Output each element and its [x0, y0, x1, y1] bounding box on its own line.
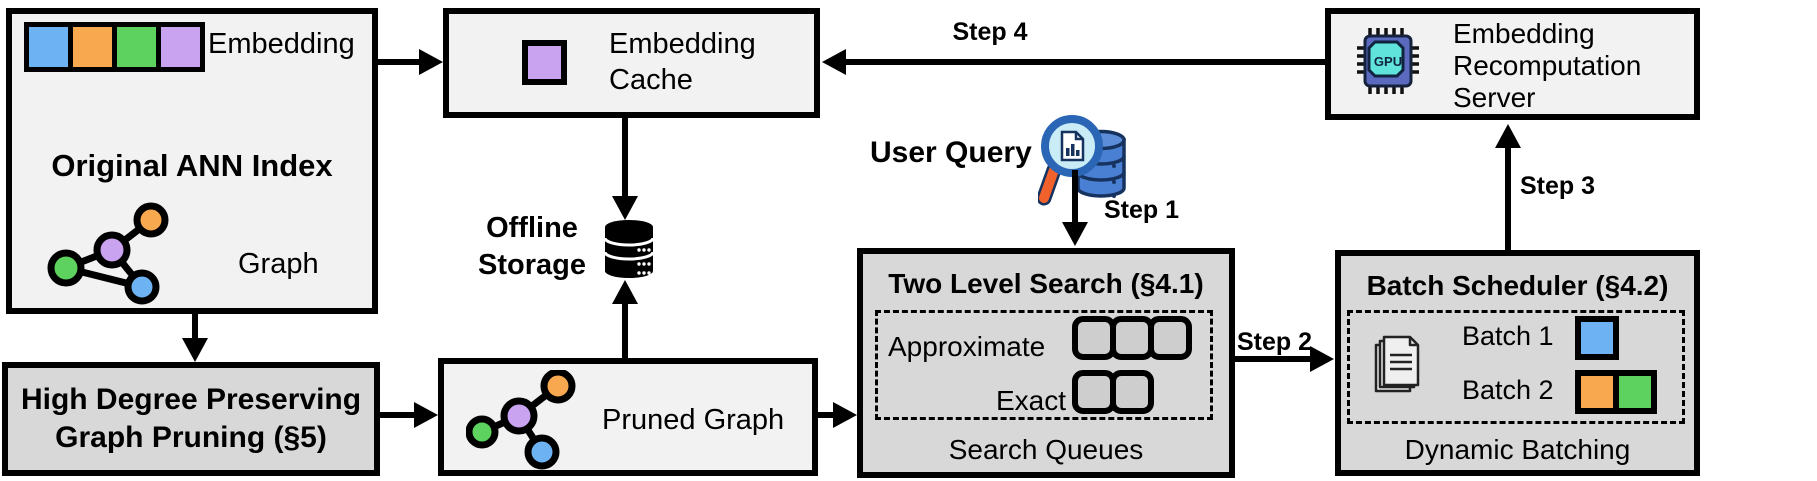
user-query-label: User Query: [870, 136, 1032, 169]
batch2-label: Batch 2: [1462, 375, 1554, 405]
cached-embedding-swatch: [522, 40, 567, 85]
offline-storage-label-line2: Storage: [478, 249, 586, 281]
embedding-swatch-green: [112, 27, 156, 67]
gpu-chip-label: GPU: [1374, 54, 1402, 69]
embedding-cache-label-line2: Cache: [609, 64, 693, 96]
batch1-swatches: [1575, 316, 1619, 360]
documents-icon: [1374, 335, 1420, 393]
batch1-label: Batch 1: [1462, 321, 1554, 351]
two-level-search-box: Two Level Search (§4.1) Approximate Exac…: [857, 248, 1235, 478]
batch1-swatch-blue: [1575, 316, 1619, 360]
database-icon: [603, 220, 655, 278]
graph-label: Graph: [238, 248, 319, 280]
embedding-vector-icon: [24, 22, 205, 72]
two-level-search-title: Two Level Search (§4.1): [888, 268, 1204, 299]
exact-queue-slots: [1072, 370, 1154, 414]
batch2-swatch-green: [1613, 370, 1657, 414]
server-label-line2: Recomputation: [1453, 50, 1642, 81]
offline-storage-label-line1: Offline: [486, 212, 578, 244]
recomputation-server-box: GPU Embedding Recomputation Server: [1325, 8, 1700, 120]
step3-label: Step 3: [1520, 172, 1596, 200]
graph-pruning-title-line2: Graph Pruning (§5): [55, 421, 327, 454]
embedding-cache-label-line1: Embedding: [609, 28, 756, 60]
pruned-graph-icon: [466, 370, 576, 470]
dynamic-batching-caption: Dynamic Batching: [1404, 434, 1631, 465]
batch-scheduler-box: Batch Scheduler (§4.2) Batch 1 Ba: [1335, 250, 1700, 476]
batch2-swatches: [1575, 370, 1657, 414]
graph-pruning-title-line1: High Degree Preserving: [20, 383, 362, 416]
pruned-graph-box: Pruned Graph: [438, 358, 818, 476]
graph-icon: [47, 202, 169, 305]
queue-slot: [1148, 316, 1192, 360]
query-magnifier-database-icon: [1038, 115, 1126, 206]
embedding-swatch-orange: [68, 27, 112, 67]
queue-slot: [1110, 370, 1154, 414]
search-queues-panel: Approximate Exact: [875, 310, 1213, 420]
gpu-chip-icon: GPU: [1357, 28, 1419, 94]
embedding-label: Embedding: [208, 28, 355, 60]
original-ann-index-title: Original ANN Index: [51, 148, 333, 183]
server-label-line3: Server: [1453, 82, 1536, 113]
step2-label: Step 2: [1237, 328, 1313, 356]
queue-slot: [1072, 370, 1116, 414]
exact-label: Exact: [995, 385, 1066, 416]
server-label-line1: Embedding: [1453, 18, 1595, 49]
search-queues-caption: Search Queues: [948, 434, 1144, 465]
embedding-swatch-blue: [29, 27, 68, 67]
embedding-cache-box: Embedding Cache: [443, 8, 820, 118]
dynamic-batching-panel: Batch 1 Batch 2: [1347, 310, 1685, 424]
pruned-graph-label: Pruned Graph: [602, 404, 785, 436]
approximate-label: Approximate: [888, 331, 1046, 362]
original-ann-index-box: Embedding Original ANN Index Graph: [6, 8, 378, 314]
step4-label: Step 4: [952, 18, 1028, 46]
step1-label: Step 1: [1104, 196, 1180, 224]
batch-scheduler-title: Batch Scheduler (§4.2): [1366, 270, 1669, 301]
approximate-queue-slots: [1072, 316, 1192, 360]
embedding-swatch-purple: [156, 27, 200, 67]
graph-pruning-box: High Degree Preserving Graph Pruning (§5…: [2, 362, 380, 476]
